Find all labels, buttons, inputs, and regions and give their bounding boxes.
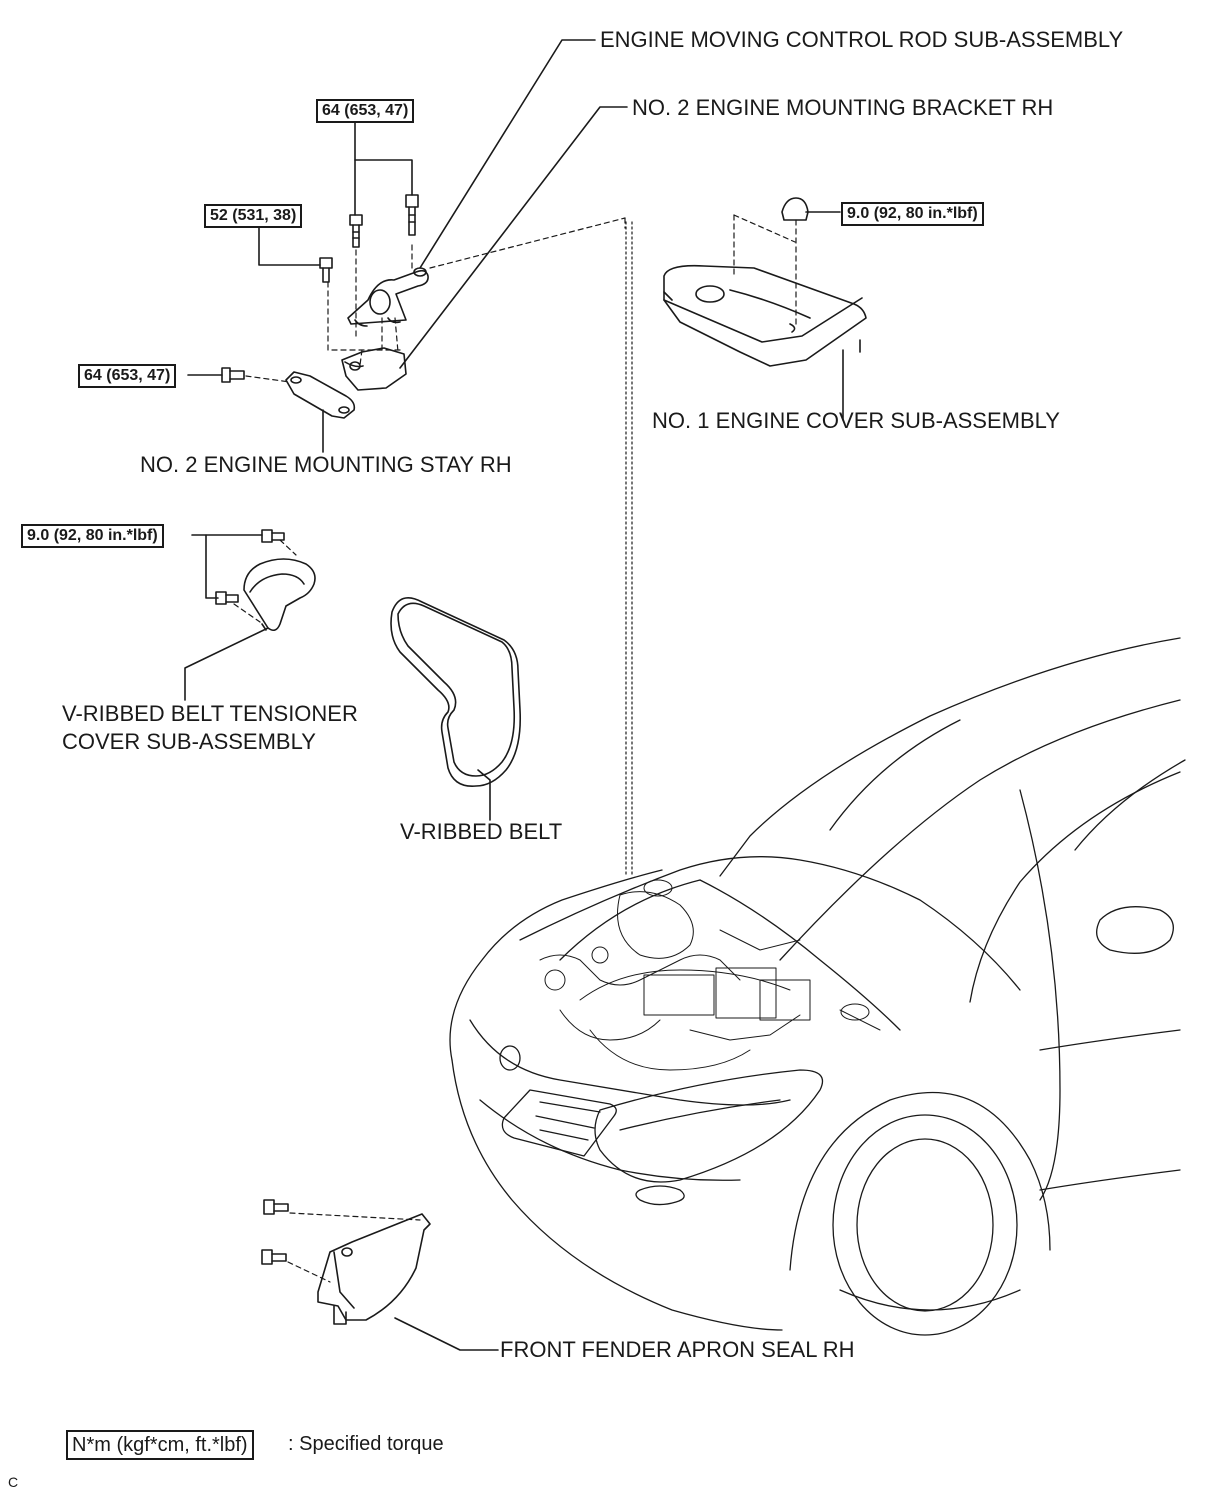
- bolt-icon-rod-right: [405, 194, 419, 236]
- label-v-ribbed-belt: V-RIBBED BELT: [400, 819, 563, 844]
- label-control-rod: ENGINE MOVING CONTROL ROD SUB-ASSEMBLY: [600, 27, 1124, 52]
- car-illustration: [449, 637, 1186, 1336]
- bolt-icon-tensioner-upper: [261, 529, 285, 543]
- engine-mounting-stay: [285, 371, 356, 419]
- nut-icon-cover: [781, 197, 809, 221]
- locator-dotted-line: [625, 221, 633, 876]
- v-ribbed-belt: [390, 596, 522, 787]
- bolt-icon-rod-left: [349, 214, 363, 248]
- label-apron-seal: FRONT FENDER APRON SEAL RH: [500, 1337, 855, 1362]
- torque-spec-rod-bolts: 64 (653, 47): [316, 99, 415, 123]
- torque-spec-cover-nut: 9.0 (92, 80 in.*lbf): [841, 202, 984, 226]
- torque-leaders: [187, 119, 841, 599]
- bolt-icon-bracket: [319, 257, 333, 283]
- label-tensioner-cover-line1: V-RIBBED BELT TENSIONER: [62, 701, 358, 726]
- engine-cover: [663, 264, 867, 367]
- label-tensioner-cover-line2: COVER SUB-ASSEMBLY: [62, 729, 316, 754]
- engine-moving-control-rod: [347, 267, 429, 327]
- label-mounting-stay: NO. 2 ENGINE MOUNTING STAY RH: [140, 452, 512, 477]
- torque-spec-tensioner-bolts: 9.0 (92, 80 in.*lbf): [21, 524, 164, 548]
- tensioner-cover: [243, 558, 316, 632]
- bolt-icon-stay: [221, 367, 245, 383]
- bolt-icon-apron-lower: [261, 1249, 287, 1265]
- leader-lines: [184, 39, 844, 1351]
- legend-description: : Specified torque: [288, 1433, 444, 1455]
- alignment-lines: [233, 214, 797, 1283]
- apron-seal: [317, 1213, 431, 1325]
- engine-mounting-bracket: [341, 347, 407, 391]
- bolt-icon-tensioner-lower: [215, 591, 239, 605]
- label-mounting-bracket: NO. 2 ENGINE MOUNTING BRACKET RH: [632, 95, 1054, 120]
- bolt-icon-apron-upper: [263, 1199, 289, 1215]
- engine-bay-details: [539, 879, 881, 1071]
- legend-torque-units: N*m (kgf*cm, ft.*lbf): [66, 1430, 254, 1460]
- torque-spec-bracket-bolt: 52 (531, 38): [204, 204, 303, 228]
- illustration-code: C: [8, 1474, 19, 1490]
- torque-spec-stay-bolt: 64 (653, 47): [78, 364, 177, 388]
- label-engine-cover: NO. 1 ENGINE COVER SUB-ASSEMBLY: [652, 408, 1060, 433]
